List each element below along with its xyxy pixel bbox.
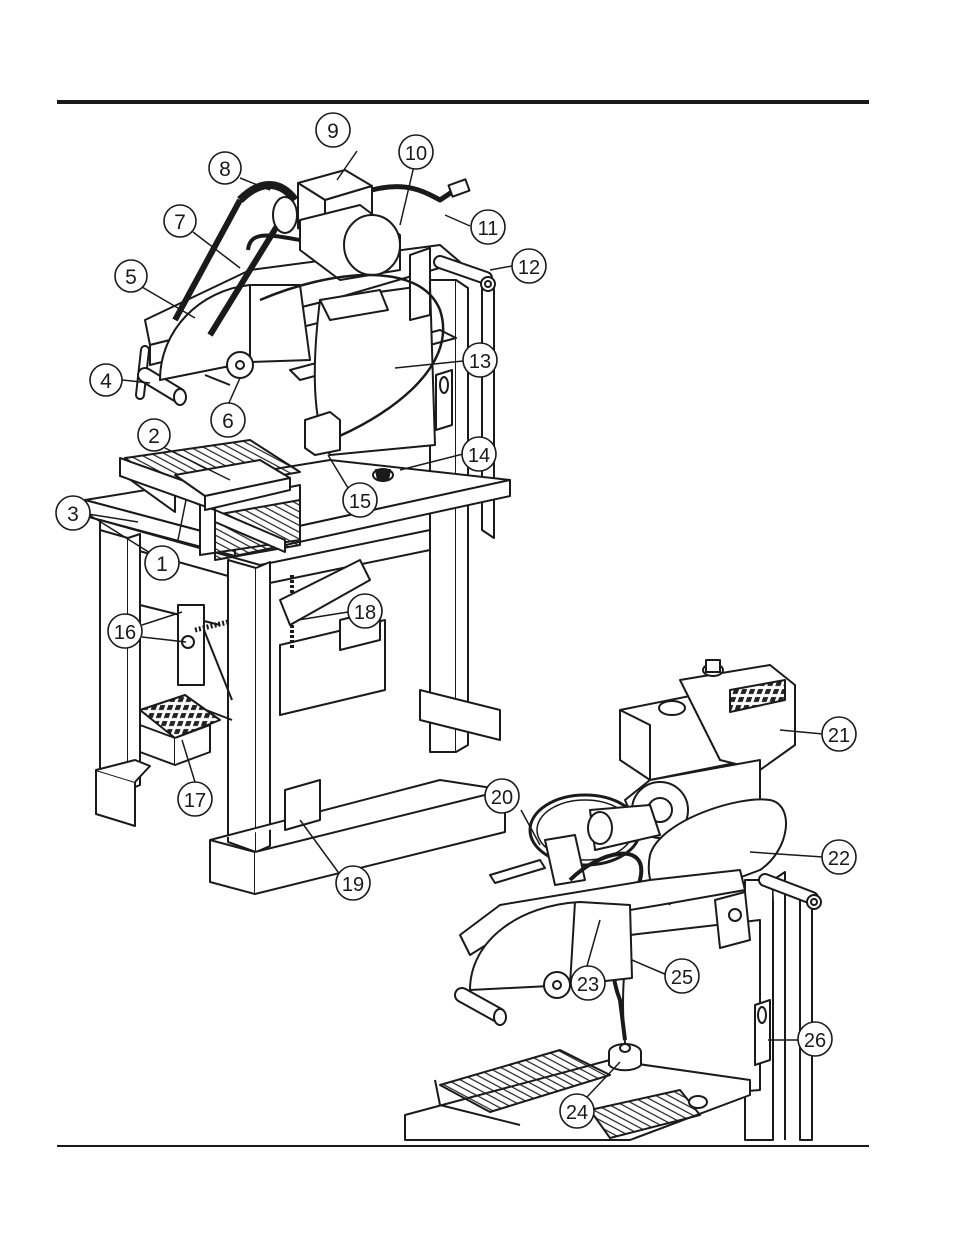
svg-text:13: 13 xyxy=(469,351,491,373)
svg-text:12: 12 xyxy=(518,257,540,279)
callout-14: 14 xyxy=(462,437,496,471)
electric-saw-drawing xyxy=(85,170,510,894)
svg-text:8: 8 xyxy=(219,158,231,181)
svg-text:19: 19 xyxy=(342,874,364,896)
callout-16: 16 xyxy=(108,614,142,648)
callout-3: 3 xyxy=(56,496,90,530)
svg-text:21: 21 xyxy=(828,725,850,747)
svg-text:15: 15 xyxy=(349,491,371,513)
svg-text:3: 3 xyxy=(67,503,79,526)
callout-13: 13 xyxy=(463,343,497,377)
svg-text:16: 16 xyxy=(114,622,136,644)
svg-text:5: 5 xyxy=(125,266,137,289)
switch-box xyxy=(305,412,340,455)
callout-9: 9 xyxy=(316,113,350,147)
callout-1: 1 xyxy=(145,546,179,580)
svg-text:14: 14 xyxy=(468,445,490,467)
callout-23: 23 xyxy=(571,966,605,1000)
svg-text:24: 24 xyxy=(566,1102,588,1124)
callout-4: 4 xyxy=(90,364,122,396)
callout-7: 7 xyxy=(164,205,196,237)
svg-text:17: 17 xyxy=(184,790,206,812)
callout-18: 18 xyxy=(348,594,382,628)
callout-11: 11 xyxy=(471,210,505,244)
callout-22: 22 xyxy=(822,840,856,874)
svg-text:4: 4 xyxy=(100,370,112,393)
svg-text:2: 2 xyxy=(148,425,160,448)
callout-20: 20 xyxy=(485,779,519,813)
svg-text:26: 26 xyxy=(804,1030,826,1052)
svg-text:22: 22 xyxy=(828,848,850,870)
callout-21: 21 xyxy=(822,717,856,751)
callout-15: 15 xyxy=(343,483,377,517)
callout-8: 8 xyxy=(209,152,241,184)
callout-5: 5 xyxy=(115,260,147,292)
svg-text:7: 7 xyxy=(174,211,186,234)
callout-10: 10 xyxy=(399,135,433,169)
callout-17: 17 xyxy=(178,782,212,816)
svg-text:9: 9 xyxy=(327,120,339,143)
callout-12: 12 xyxy=(512,249,546,283)
callout-19: 19 xyxy=(336,866,370,900)
callout-24: 24 xyxy=(560,1094,594,1128)
svg-text:18: 18 xyxy=(354,602,376,624)
callout-25: 25 xyxy=(665,959,699,993)
svg-text:25: 25 xyxy=(671,967,693,989)
callout-26: 26 xyxy=(798,1022,832,1056)
callout-6: 6 xyxy=(211,403,245,437)
svg-text:10: 10 xyxy=(405,143,427,165)
svg-text:11: 11 xyxy=(478,218,499,240)
callout-2: 2 xyxy=(138,419,170,451)
svg-text:6: 6 xyxy=(222,410,234,433)
svg-text:20: 20 xyxy=(491,787,513,809)
svg-text:23: 23 xyxy=(577,974,599,996)
svg-text:1: 1 xyxy=(156,553,168,576)
